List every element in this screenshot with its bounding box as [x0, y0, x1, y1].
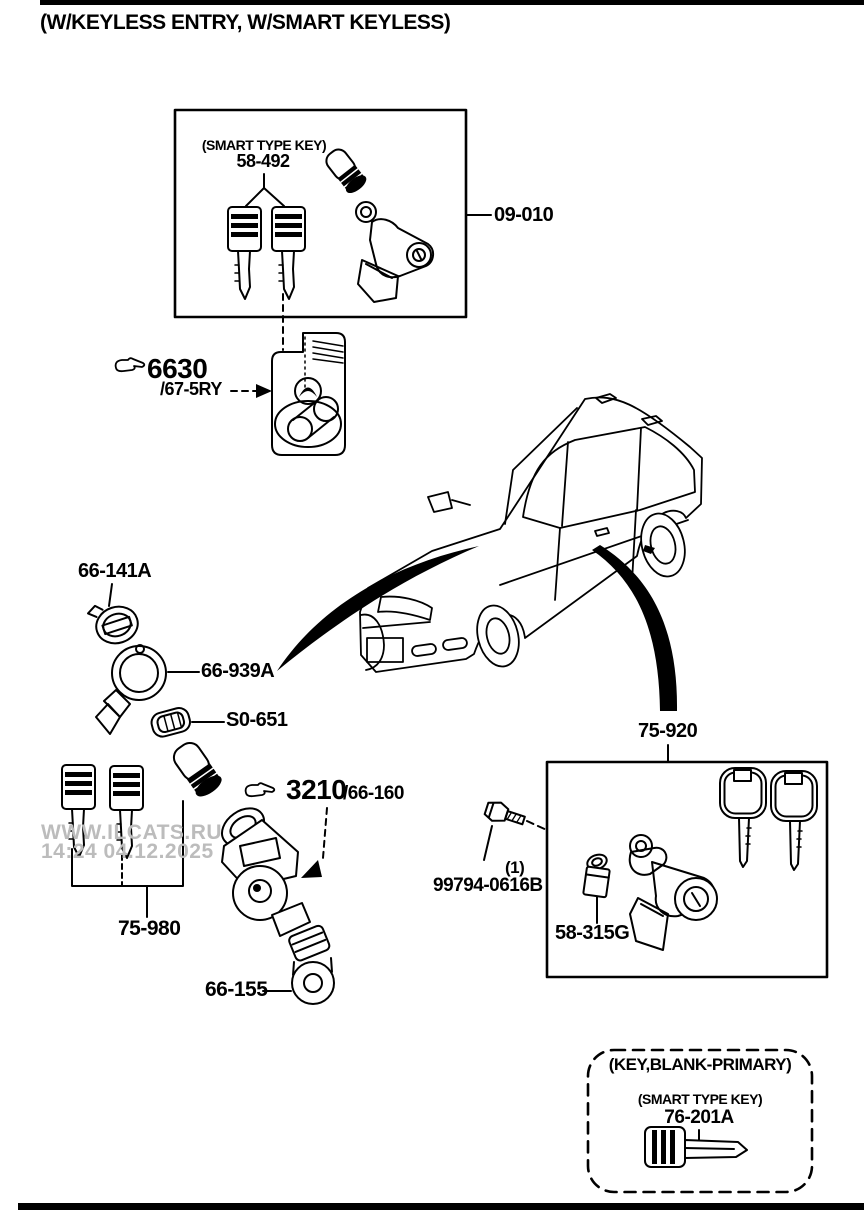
callout-58-492[interactable]: 58-492: [236, 151, 290, 171]
ref-6630-pointer: [114, 357, 272, 398]
callout-09-010[interactable]: 09-010: [494, 204, 554, 226]
smart-card-key-drawing: [271, 293, 346, 456]
callout-3210[interactable]: 3210: [286, 774, 347, 805]
antenna-ring-66-939A-drawing: [95, 644, 200, 735]
watermark-timestamp: 14:24 04.12.2025: [41, 840, 214, 863]
key-set-75-980-drawing: [61, 741, 222, 918]
callout-99794-0616B[interactable]: 99794-0616B: [433, 875, 543, 896]
steering-lock-drawing: [221, 807, 311, 937]
key-head-cap-drawing: [325, 148, 367, 194]
callout-75-920[interactable]: 75-920: [638, 720, 698, 742]
label-smart-type-key-top: (SMART TYPE KEY): [201, 137, 327, 153]
car-illustration: [359, 393, 703, 673]
key-blank-primary-box: [586, 1048, 814, 1194]
callout-6630-sub[interactable]: /67-5RY: [160, 379, 222, 399]
label-key-blank-primary: (KEY,BLANK-PRIMARY): [608, 1055, 792, 1074]
callout-66-155[interactable]: 66-155: [205, 978, 268, 1001]
callout-66-939A[interactable]: 66-939A: [201, 660, 275, 682]
blank-key-76-201A-drawing: [644, 1126, 748, 1168]
actuator-66-155-drawing: [262, 924, 335, 1005]
door-lock-drawing: [628, 834, 718, 951]
callout-75-980[interactable]: 75-980: [118, 917, 181, 940]
ref-3210-pointer: [244, 782, 328, 878]
connector-S0-651-drawing: [150, 707, 225, 738]
label-smart-type-key-bottom: (SMART TYPE KEY): [637, 1091, 763, 1107]
switch-58-315G-drawing: [582, 853, 611, 924]
arrow-to-door-lock: [592, 545, 678, 711]
page-border-bars: [18, 0, 864, 1210]
callout-76-201A[interactable]: 76-201A: [664, 1107, 734, 1128]
page-title: (W/KEYLESS ENTRY, W/SMART KEYLESS): [40, 11, 451, 34]
cap-66-141A-drawing: [86, 583, 139, 645]
callout-58-315G[interactable]: 58-315G: [555, 922, 630, 944]
door-lock-set-box: [545, 744, 829, 979]
watermark-site: WWW.ILCATS.RU: [41, 821, 223, 844]
ignition-lock-drawing: [355, 201, 434, 303]
callout-66-141A[interactable]: 66-141A: [78, 560, 152, 582]
callout-99794-qty: (1): [505, 858, 525, 877]
callout-S0-651[interactable]: S0-651: [226, 709, 288, 731]
callout-6630[interactable]: 6630: [147, 353, 208, 384]
ignition-key-set-box: [173, 108, 492, 319]
callout-3210-sub[interactable]: /66-160: [343, 783, 404, 804]
